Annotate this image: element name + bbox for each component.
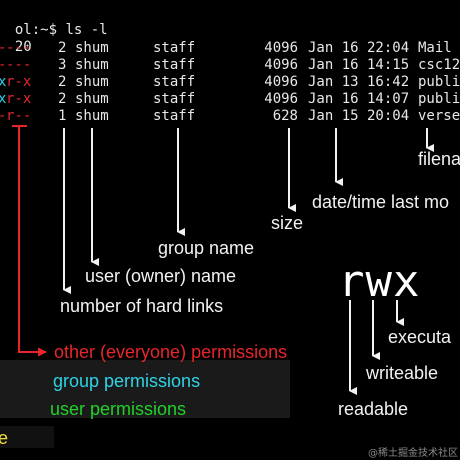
writeable-label: writeable — [366, 363, 439, 383]
date-cell: Jan 16 14:07 — [308, 91, 410, 107]
name-cell: publi — [418, 74, 460, 90]
size-cell: 628 — [272, 108, 298, 124]
perm-rest: r-- — [6, 108, 32, 124]
size-label: size — [271, 213, 304, 233]
perm-type: x — [0, 91, 7, 107]
links-cell: 3 — [58, 57, 67, 73]
perm-rest: r-x — [6, 91, 32, 107]
user-name-label: user (owner) name — [85, 266, 237, 286]
user-cell: shum — [75, 108, 109, 124]
other-perm-bracket — [12, 125, 46, 352]
type-panel — [0, 426, 54, 448]
perm-rest: r-x — [6, 74, 32, 90]
name-cell: publi — [418, 91, 460, 107]
group-perm-label: group permissions — [53, 371, 201, 391]
table-row: ---- 3 shum staff 4096 Jan 16 14:15 csc12 — [0, 57, 460, 74]
size-cell: 4096 — [264, 57, 298, 73]
group-cell: staff — [153, 40, 196, 56]
other-perm-label: other (everyone) permissions — [54, 342, 288, 362]
date-cell: Jan 15 20:04 — [308, 108, 410, 124]
group-cell: staff — [153, 57, 196, 73]
user-cell: shum — [75, 57, 109, 73]
total-line: 20 — [0, 22, 32, 56]
links-cell: 2 — [58, 40, 67, 56]
links-cell: 2 — [58, 74, 67, 90]
date-cell: Jan 16 14:15 — [308, 57, 410, 73]
name-cell: Mail — [418, 40, 452, 56]
readable-label: readable — [338, 399, 409, 419]
group-cell: staff — [153, 74, 196, 90]
group-cell: staff — [153, 108, 196, 124]
prompt-line: ol:~$ ls -l — [0, 5, 108, 39]
rwx-title: rwx — [338, 256, 421, 307]
date-cell: Jan 16 22:04 — [308, 40, 410, 56]
size-cell: 4096 — [264, 40, 298, 56]
links-cell: 1 — [58, 108, 67, 124]
filename-label: filena — [418, 149, 460, 169]
executable-label: executa — [388, 327, 452, 347]
group-name-label: group name — [158, 238, 255, 258]
user-cell: shum — [75, 91, 109, 107]
links-cell: 2 — [58, 91, 67, 107]
size-cell: 4096 — [264, 74, 298, 90]
name-cell: verse — [418, 108, 460, 124]
total-value: 20 — [14, 39, 32, 55]
perm-type: - — [0, 108, 6, 125]
name-cell: csc12 — [418, 57, 460, 73]
user-perm-label: user permissions — [50, 399, 187, 419]
command: ls -l — [65, 22, 108, 38]
perm-rest: --- — [6, 40, 32, 56]
perm-type: x — [0, 74, 7, 90]
table-row: -r-- 1 shum staff 628 Jan 15 20:04 verse — [0, 108, 460, 125]
perm-type: - — [0, 57, 6, 74]
prompt: ol:~$ — [14, 22, 58, 38]
table-row: ---- 2 shum staff 4096 Jan 16 22:04 Mail — [0, 40, 460, 57]
file-type-label: e — [0, 428, 9, 448]
date-time-label: date/time last mo — [312, 192, 450, 212]
perm-rest: --- — [6, 57, 32, 73]
label-panel — [0, 360, 290, 418]
user-cell: shum — [75, 40, 109, 56]
user-cell: shum — [75, 74, 109, 90]
perm-type: - — [0, 40, 6, 57]
date-cell: Jan 13 16:42 — [308, 74, 410, 90]
size-cell: 4096 — [264, 91, 298, 107]
hard-links-label: number of hard links — [60, 296, 224, 316]
group-cell: staff — [153, 91, 196, 107]
watermark: @稀土掘金技术社区 — [368, 448, 458, 459]
